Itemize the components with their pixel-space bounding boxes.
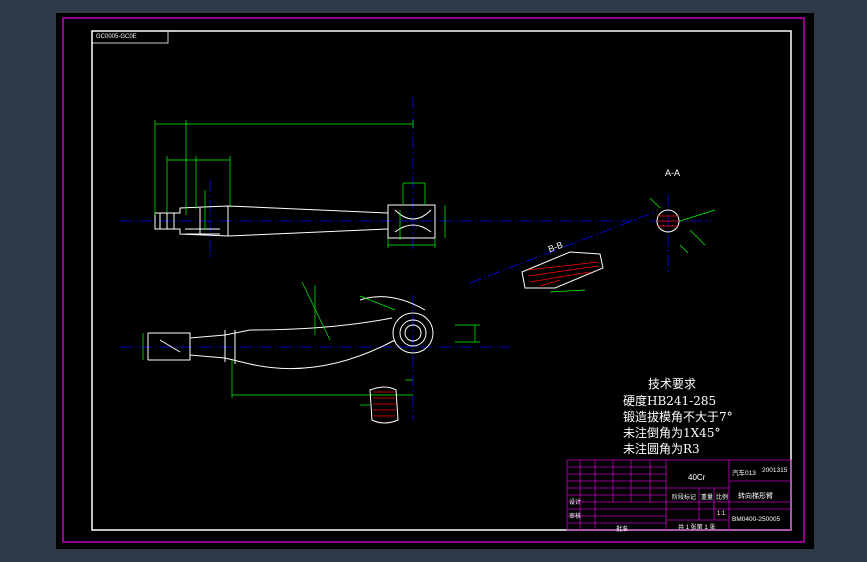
section-aa [649, 197, 716, 254]
corner-tag-box [91, 30, 169, 44]
inner-frame [91, 30, 792, 531]
corner-tag: GC0005-GC0E [96, 34, 137, 40]
front-view [147, 296, 434, 370]
centerlines [120, 97, 712, 420]
title-block-grid [566, 459, 792, 531]
tech-requirement-line: 硬度HB241-285 [623, 394, 717, 408]
approved-label: 批准 [616, 527, 629, 533]
tech-requirement-line: 未注圆角为R3 [623, 442, 700, 456]
checked-label: 审核 [569, 514, 582, 520]
section-detail [360, 386, 399, 424]
section-bb [521, 251, 604, 293]
weight-label: 重量 [701, 495, 714, 501]
ratio-label: 比例 [716, 495, 729, 501]
front-view-dimensions [142, 281, 480, 398]
student-no: 2001315 [762, 467, 788, 474]
section-aa-label: A-A [665, 168, 681, 178]
stage-mark-label: 阶段标记 [672, 495, 697, 501]
part-name: 转向梯形臂 [738, 493, 773, 500]
designed-label: 设计 [569, 500, 582, 506]
scale: 1:1 [717, 511, 726, 517]
school: 汽车013 [732, 470, 756, 477]
tech-requirement-line: 未注倒角为1X45° [623, 426, 721, 440]
tech-requirement-line: 锻造拔模角不大于7° [623, 410, 733, 424]
tech-requirements-title: 技术要求 [648, 377, 697, 391]
drawing-no: BM0400-250005 [732, 516, 781, 523]
sheet-count: 共 1 张第 1 张 [678, 525, 716, 531]
material: 40Cr [688, 473, 706, 482]
top-view-dimensions [154, 120, 446, 248]
outer-frame [62, 17, 805, 543]
top-view [154, 204, 436, 239]
